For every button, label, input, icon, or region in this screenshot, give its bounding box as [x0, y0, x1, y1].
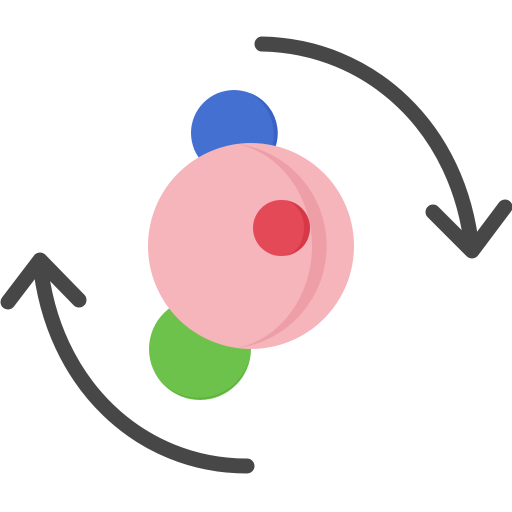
rotate-arrow-bottom-left-icon — [0, 252, 255, 474]
arrow-bottom-left-arc — [32, 254, 255, 474]
arrow-bottom-left-head — [0, 252, 87, 310]
red-atom-sphere — [253, 200, 310, 256]
arrow-top-right-head — [425, 199, 512, 259]
pink-atom-sphere — [148, 143, 354, 349]
rotate-arrow-top-right-icon — [254, 36, 512, 259]
arrow-top-right-arc — [254, 36, 480, 258]
